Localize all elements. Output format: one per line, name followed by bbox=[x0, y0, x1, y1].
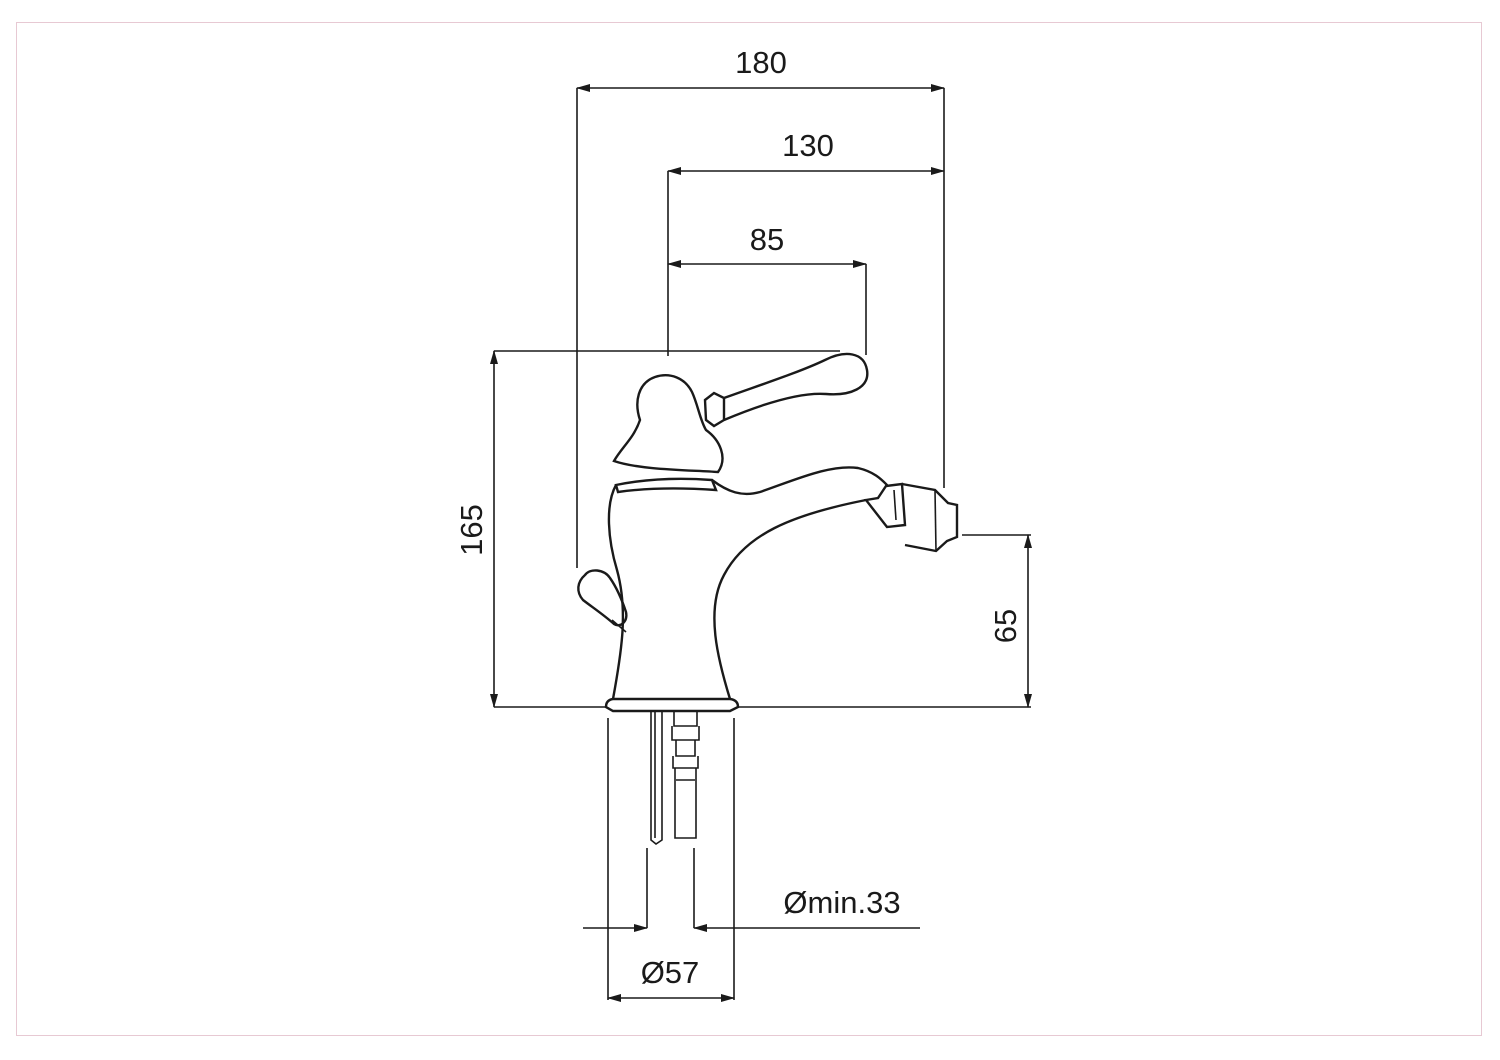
dimension-180-label: 180 bbox=[735, 45, 787, 80]
mounting-stud bbox=[650, 711, 700, 845]
drawing-frame bbox=[16, 22, 1482, 1036]
dimension-57: Ø57 bbox=[607, 718, 735, 1002]
dimension-min33: Ømin.33 bbox=[583, 848, 920, 932]
dimension-165: 165 bbox=[454, 350, 1031, 708]
dimension-85-label: 85 bbox=[750, 222, 784, 257]
faucet-body bbox=[577, 352, 959, 713]
dimension-180: 180 bbox=[576, 45, 945, 568]
dimension-65: 65 bbox=[962, 534, 1032, 708]
dimension-130-label: 130 bbox=[782, 128, 834, 163]
dimension-65-label: 65 bbox=[988, 609, 1023, 643]
dimension-130: 130 bbox=[667, 128, 945, 356]
dimension-85: 85 bbox=[667, 222, 867, 355]
dimension-57-label: Ø57 bbox=[641, 955, 700, 990]
dimension-min33-label: Ømin.33 bbox=[783, 885, 900, 920]
dimension-165-label: 165 bbox=[454, 504, 489, 556]
